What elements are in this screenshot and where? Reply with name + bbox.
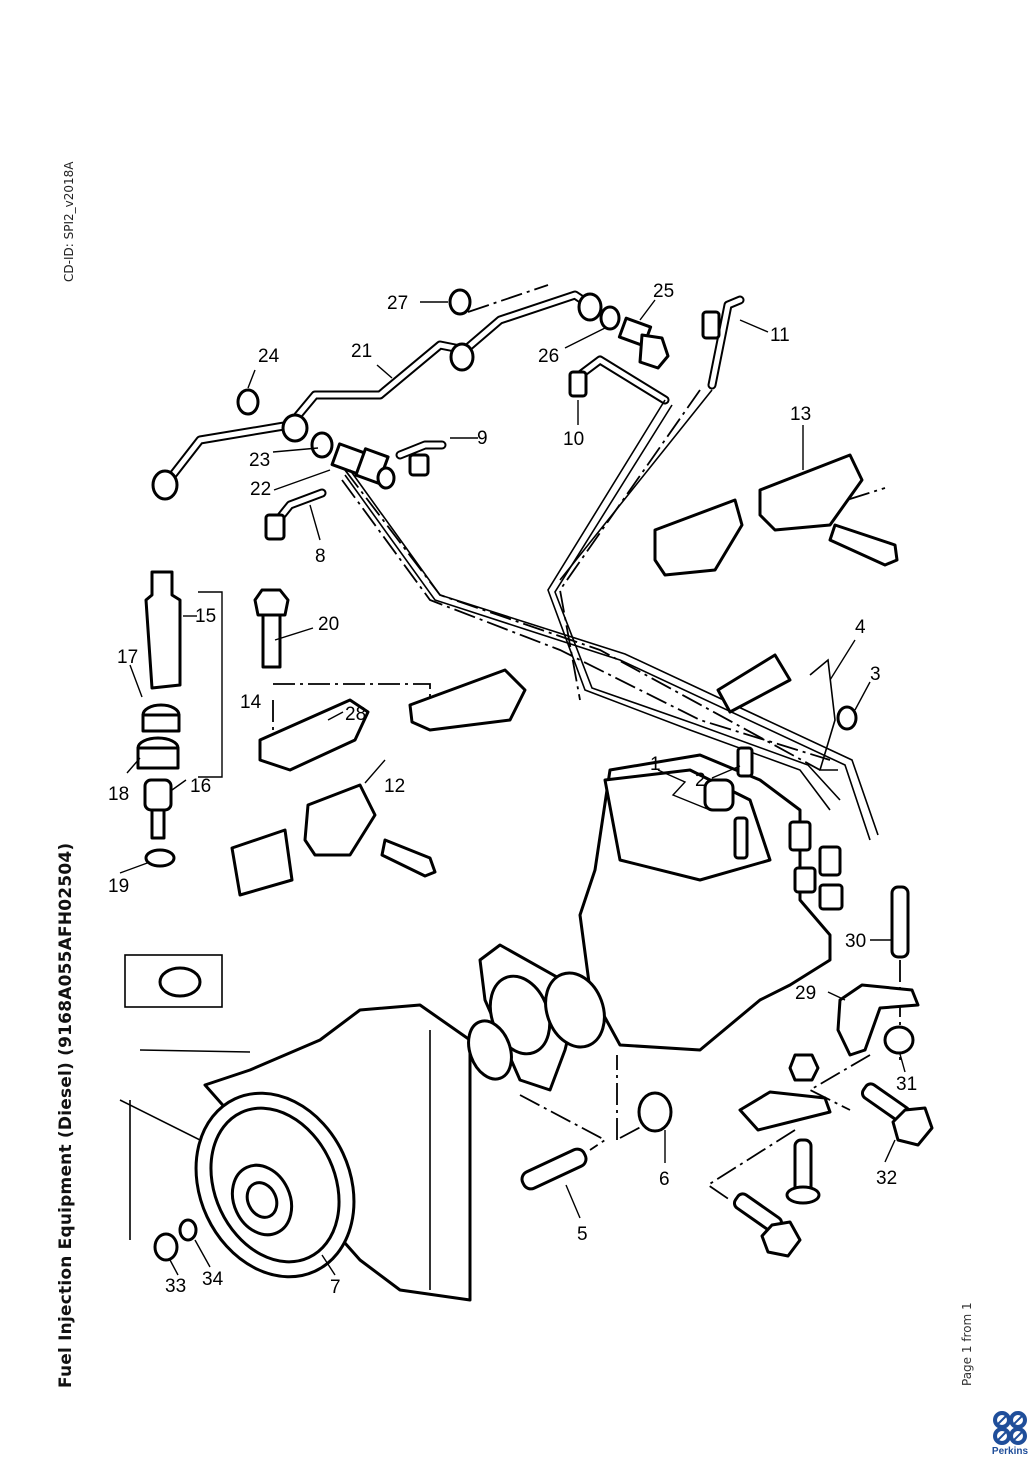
- fuel-pipe-9: [395, 440, 447, 477]
- callout-10: 10: [563, 429, 584, 450]
- fuel-pipe-8: [264, 488, 327, 541]
- callout-30: 30: [845, 931, 866, 952]
- callout-7: 7: [330, 1277, 341, 1298]
- callout-20: 20: [318, 614, 339, 635]
- callout-28: 28: [345, 704, 366, 725]
- high-pressure-pipes: [344, 389, 879, 841]
- seal-wire-4: [809, 658, 838, 771]
- callout-leaders: [119, 299, 906, 1276]
- banjo-union-2: [736, 746, 754, 778]
- callout-4: 4: [855, 617, 866, 638]
- callout-24: 24: [258, 346, 280, 367]
- callout-19: 19: [108, 876, 129, 897]
- callout-34: 34: [202, 1269, 224, 1290]
- washer-27: [448, 288, 472, 316]
- fuel-pipe-11: [701, 295, 745, 390]
- callout-12: 12: [384, 776, 405, 797]
- callout-15: 15: [195, 606, 216, 627]
- stud-30: [890, 885, 910, 959]
- sleeve-part: [716, 653, 792, 714]
- perkins-logo: Perkins: [988, 1410, 1032, 1460]
- callout-27: 27: [387, 293, 408, 314]
- plug-inset: [124, 954, 223, 1008]
- lower-bracket-group: [732, 1053, 832, 1258]
- callout-33: 33: [165, 1276, 186, 1297]
- callout-13: 13: [790, 404, 811, 425]
- pipe-fitting: [818, 845, 842, 877]
- callout-26: 26: [538, 346, 559, 367]
- callout-18: 18: [108, 784, 129, 805]
- callout-labels: 1 2 3 4 5 6 7 8 9 10 11 12 13 14 15 16 1…: [108, 281, 917, 1298]
- setscrew-20: [253, 588, 290, 669]
- washer-24: [236, 388, 260, 416]
- callout-32: 32: [876, 1168, 897, 1189]
- stud-5: [520, 1147, 588, 1191]
- banjo-bolt-22: [330, 442, 396, 490]
- callout-17: 17: [117, 647, 138, 668]
- setscrew-32: [860, 1082, 934, 1147]
- callout-3: 3: [870, 664, 881, 685]
- callout-23: 23: [249, 450, 270, 471]
- callout-22: 22: [250, 479, 271, 500]
- callout-1: 1: [650, 754, 661, 775]
- washer-23: [310, 431, 334, 459]
- leak-off-pipe-21: [151, 290, 603, 501]
- pipe-fitting: [818, 883, 844, 911]
- callout-29: 29: [795, 983, 816, 1004]
- callout-6: 6: [659, 1169, 670, 1190]
- callout-8: 8: [315, 546, 326, 567]
- callout-2: 2: [695, 770, 706, 791]
- injector-assembly-14: [136, 570, 223, 868]
- callout-31: 31: [896, 1074, 917, 1095]
- callout-25: 25: [653, 281, 674, 302]
- nut-6: [637, 1091, 673, 1133]
- clamp-28-upper: [408, 668, 527, 732]
- banjo-bolt-25: [617, 316, 670, 370]
- pump-gear-7: [194, 1091, 356, 1279]
- fuel-injection-pump-1: [467, 753, 832, 1092]
- plug-3: [836, 705, 858, 731]
- callout-5: 5: [577, 1224, 588, 1245]
- fuel-pipe-10: [568, 355, 670, 405]
- perkins-wordmark: Perkins: [991, 1446, 1029, 1457]
- pipe-fitting: [788, 820, 812, 852]
- callout-16: 16: [190, 776, 211, 797]
- washer-26: [599, 305, 621, 331]
- nut-33: [153, 1232, 179, 1262]
- pipe-clamp-13: [653, 453, 899, 577]
- callout-11: 11: [770, 325, 790, 346]
- callout-14: 14: [240, 692, 262, 713]
- bracket-29: [836, 983, 920, 1057]
- callout-9: 9: [477, 428, 488, 449]
- nut-31: [883, 1025, 915, 1055]
- pipe-clamp-12: [230, 783, 437, 897]
- washer-34: [178, 1218, 198, 1242]
- perkins-emblem-icon: [993, 1411, 1027, 1445]
- clamp-28: [258, 698, 370, 772]
- callout-21: 21: [351, 341, 372, 362]
- pipe-fitting: [793, 866, 817, 894]
